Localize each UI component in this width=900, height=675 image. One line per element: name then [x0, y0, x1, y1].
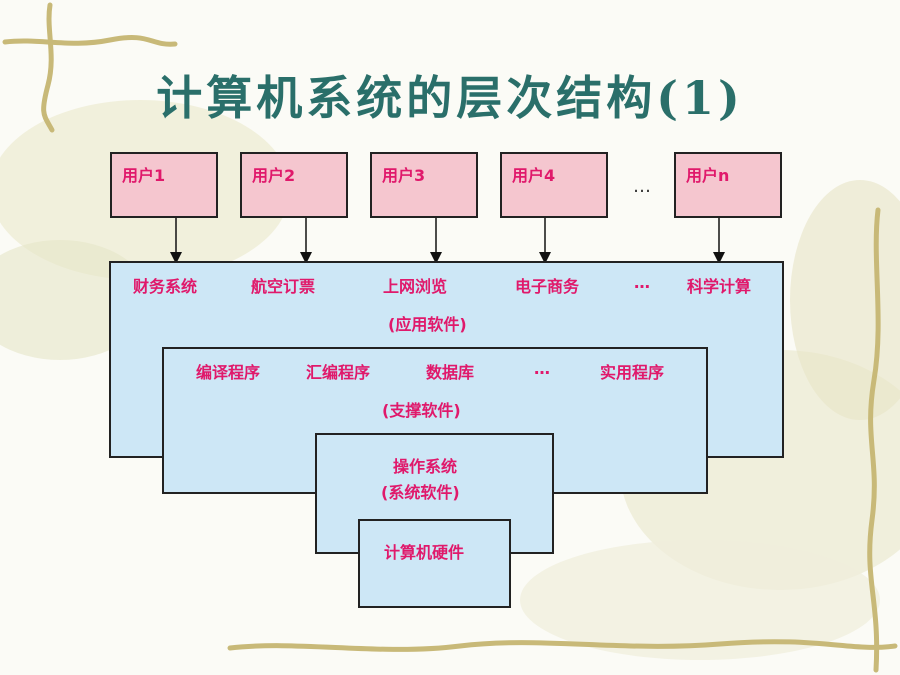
- app-item-finance: 财务系统: [133, 277, 198, 296]
- application-caption: (应用软件): [388, 315, 467, 334]
- users-ellipsis: …: [633, 176, 651, 197]
- user-box-n: 用户n: [674, 152, 782, 218]
- user-label: 用户2: [252, 166, 296, 185]
- hardware-label: 计算机硬件: [384, 543, 465, 562]
- support-item-assembler: 汇编程序: [306, 363, 371, 382]
- page-title: 计算机系统的层次结构(1): [156, 71, 744, 125]
- user-box-2: 用户2: [240, 152, 348, 218]
- os-caption: (系统软件): [381, 483, 460, 502]
- support-item-utilities: 实用程序: [600, 363, 665, 382]
- app-item-ellipsis: …: [634, 273, 650, 292]
- os-label: 操作系统: [393, 457, 458, 476]
- user-box-3: 用户3: [370, 152, 478, 218]
- support-item-ellipsis: …: [534, 359, 550, 378]
- support-item-compiler: 编译程序: [196, 363, 261, 382]
- user-label: 用户4: [512, 166, 556, 185]
- hardware-layer: 计算机硬件: [358, 519, 511, 608]
- app-item-science: 科学计算: [687, 277, 752, 296]
- app-item-ecommerce: 电子商务: [515, 277, 580, 296]
- user-label: 用户3: [382, 166, 426, 185]
- support-caption: (支撑软件): [382, 401, 461, 420]
- user-label: 用户n: [686, 166, 730, 185]
- user-label: 用户1: [122, 166, 166, 185]
- user-box-4: 用户4: [500, 152, 608, 218]
- app-item-browsing: 上网浏览: [383, 277, 448, 296]
- support-item-database: 数据库: [426, 363, 475, 382]
- user-box-1: 用户1: [110, 152, 218, 218]
- app-item-airline: 航空订票: [251, 277, 316, 296]
